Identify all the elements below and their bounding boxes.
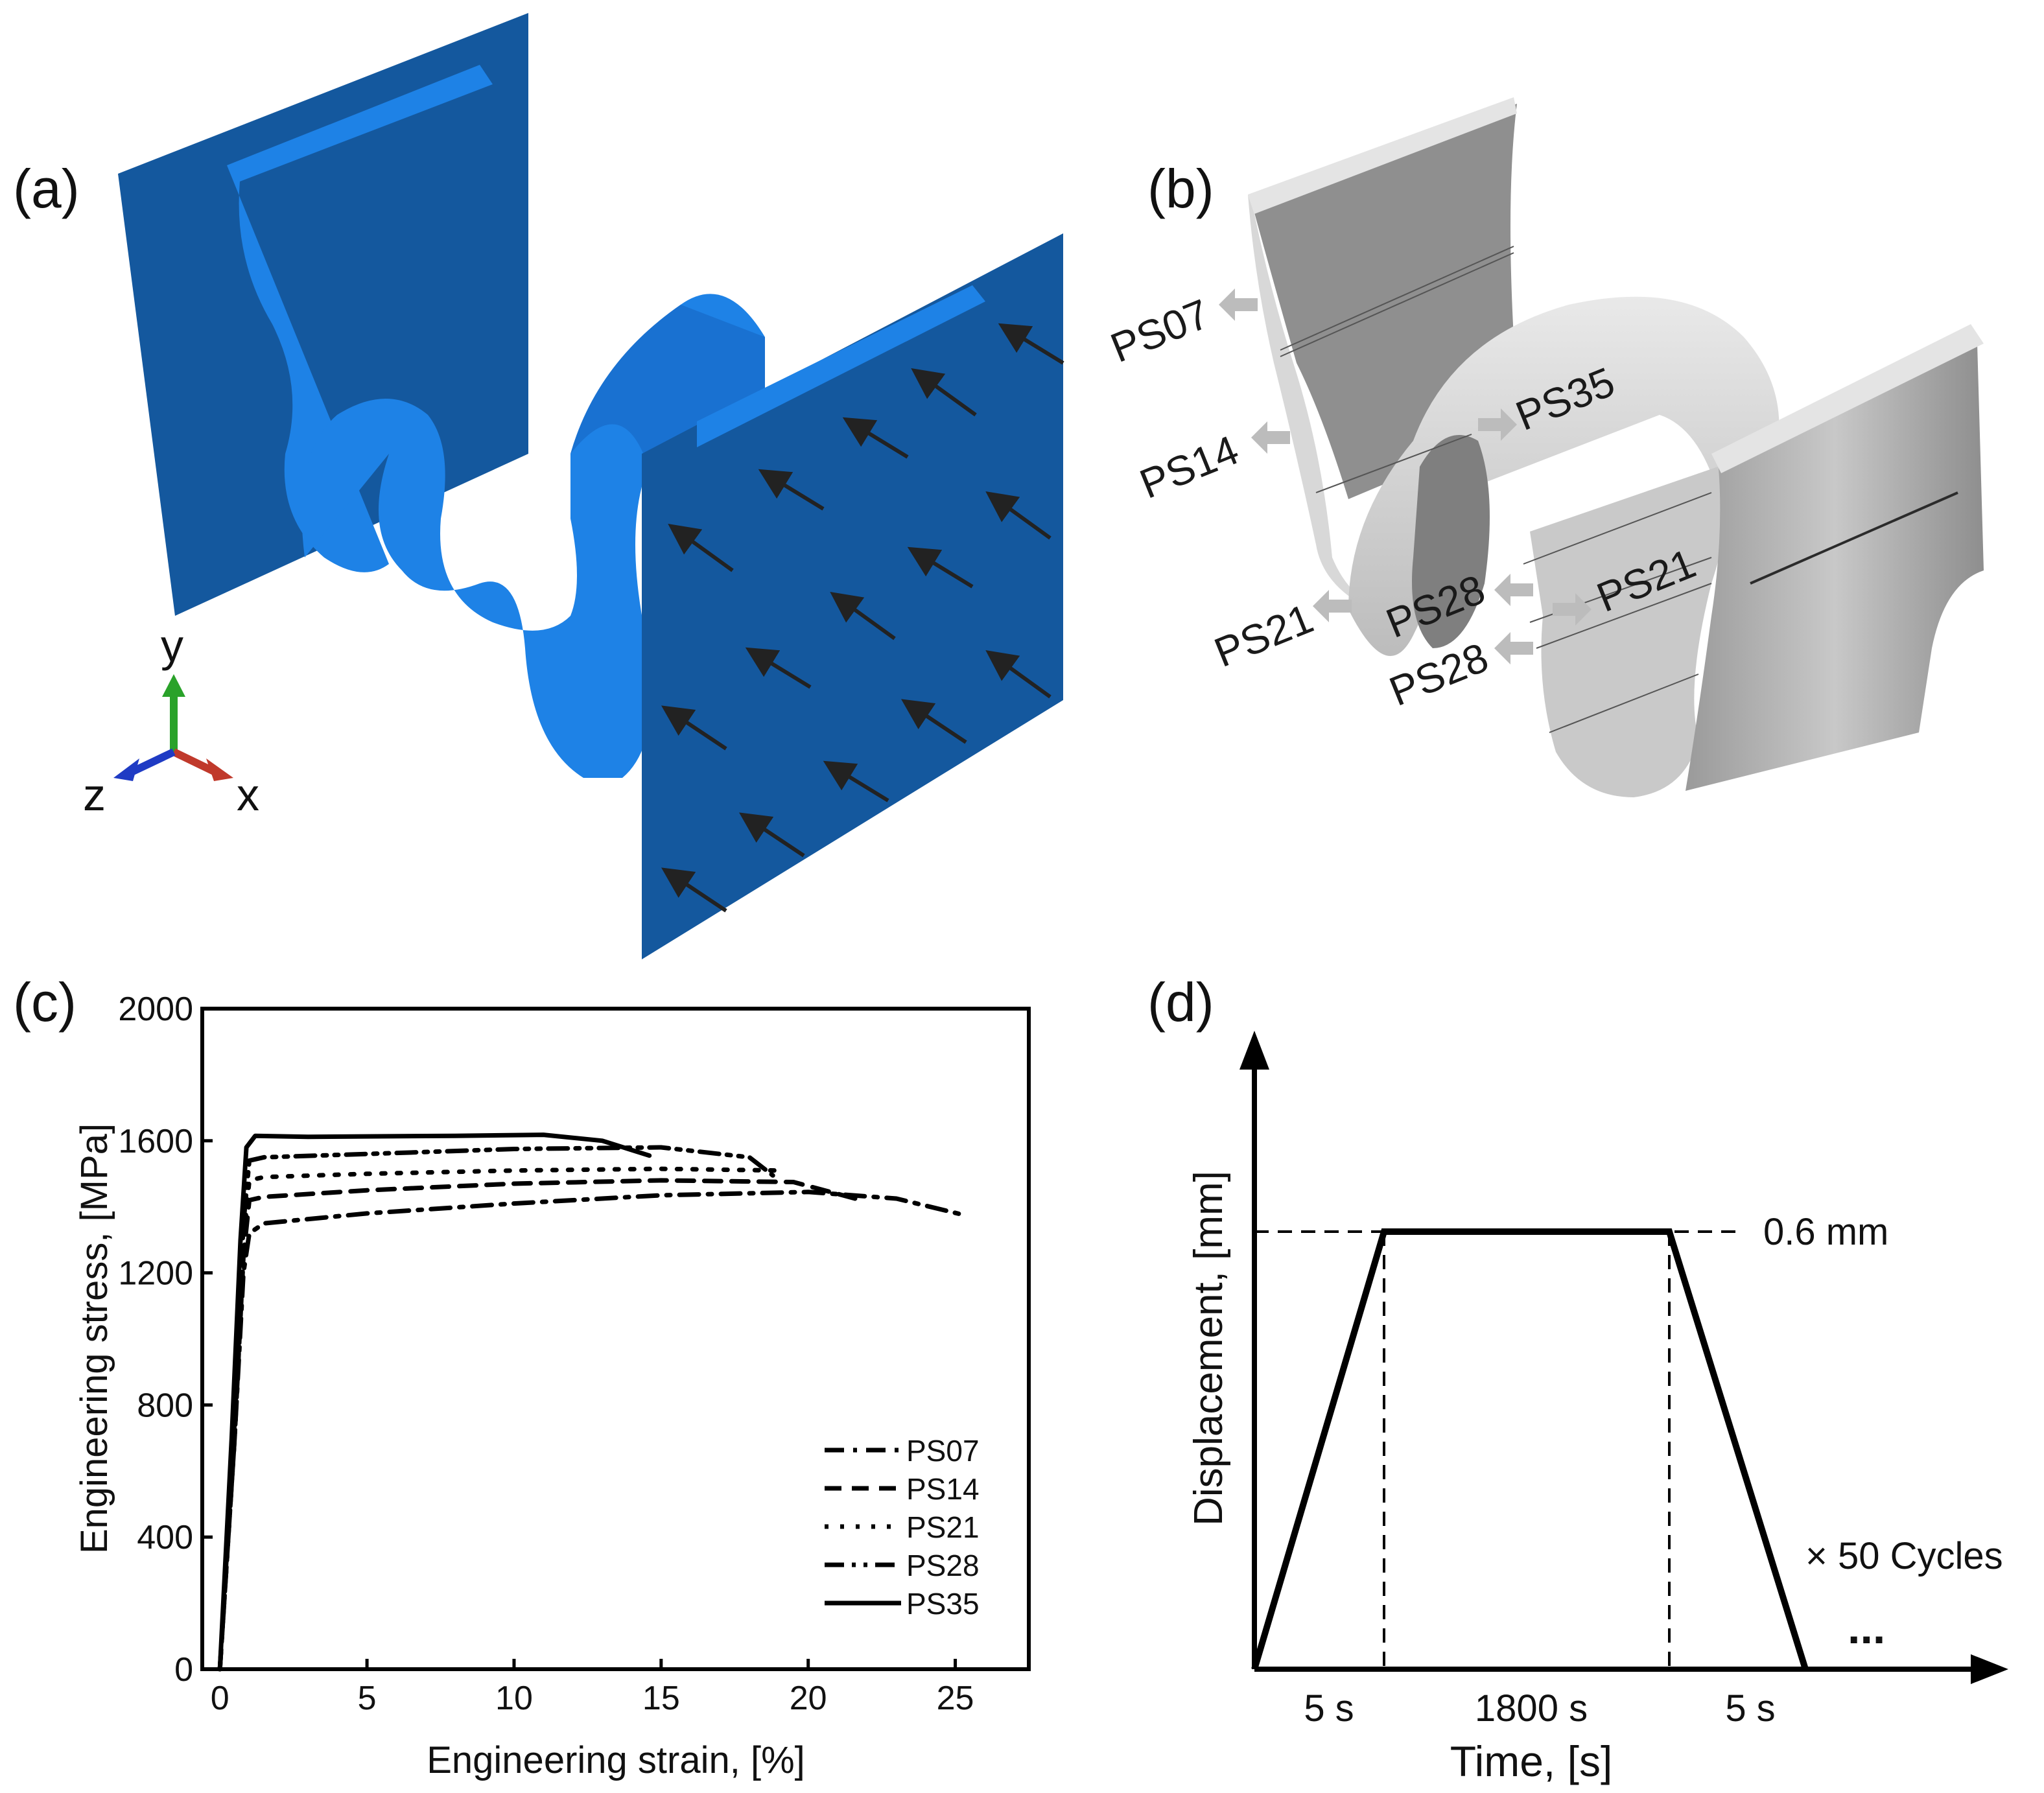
zone-arrow-icon	[1219, 288, 1258, 321]
load-arrow	[830, 591, 896, 640]
load-arrow	[745, 647, 812, 689]
segment-label-ramp-up: 5 s	[1304, 1687, 1354, 1729]
back-flange	[227, 65, 493, 572]
legend-label-ps35: PS35	[906, 1587, 980, 1621]
y-arrowhead-d	[1239, 1031, 1269, 1070]
zone-arrows	[1219, 288, 1592, 664]
y-axis-title-c: Engineering stress, [MPa]	[73, 1123, 115, 1554]
shell-right-wall	[1686, 344, 1984, 791]
panel-b: (b) P	[1104, 97, 1984, 797]
panel-d: (d) 0.6 mm × 50 Cycles ... 5 s 1800 s 5 …	[1147, 972, 2008, 1785]
axis-label-z: z	[83, 769, 106, 820]
displacement-profile	[1251, 1228, 1809, 1670]
shell-seam	[1750, 491, 1958, 585]
zone-label-ps21: PS21	[1208, 595, 1319, 676]
panel-a-label: (a)	[13, 158, 80, 219]
x-arrowhead-d	[1971, 1654, 2008, 1684]
legend-label-ps07: PS07	[906, 1434, 980, 1468]
series-line-ps07	[217, 1189, 967, 1672]
zone-arrow-icon	[1251, 421, 1290, 454]
axis-ticks-c: 0 5 10 15 20 25 0 400 800 1200 1600 2000	[118, 990, 974, 1717]
load-arrow	[907, 546, 974, 589]
series-line-ps14	[217, 1178, 863, 1672]
load-arrow	[911, 368, 977, 417]
plot-frame-c	[200, 1007, 1031, 1671]
zone-arrow-icon	[1494, 632, 1533, 664]
zone-label-ps07: PS07	[1104, 290, 1216, 371]
z-axis-icon	[113, 758, 139, 781]
y-tick-label: 0	[174, 1651, 193, 1689]
segment-label-hold: 1800 s	[1475, 1687, 1588, 1729]
zone-arrow-icon	[1478, 408, 1517, 441]
shell-right-top	[1711, 324, 1984, 473]
x-tick-label: 0	[211, 1680, 229, 1717]
legend-label-ps21: PS21	[906, 1510, 980, 1544]
legend-label-ps28: PS28	[906, 1549, 980, 1582]
x-tick-label: 10	[495, 1680, 533, 1717]
y-tick-label: 1200	[118, 1255, 193, 1293]
shell-left-edge	[1248, 194, 1381, 609]
panel-b-label: (b)	[1147, 158, 1214, 219]
zone-arrow-icon	[1313, 590, 1352, 622]
legend-label-ps14: PS14	[906, 1472, 980, 1506]
load-arrow	[668, 523, 734, 572]
load-arrow	[985, 650, 1051, 699]
x-tick-label: 15	[642, 1680, 680, 1717]
y-tick-label: 800	[137, 1387, 193, 1424]
zone-arrow-icon	[1553, 593, 1592, 626]
load-arrow	[823, 760, 889, 803]
shell-inner-channel	[1412, 435, 1490, 648]
continuation-dots: ...	[1848, 1602, 1885, 1653]
load-arrow	[842, 417, 909, 459]
coordinate-triad: y x z	[83, 620, 259, 820]
y-axis-icon	[162, 674, 185, 697]
series-line-ps21	[217, 1166, 781, 1672]
load-arrows	[661, 323, 1064, 913]
level-label: 0.6 mm	[1763, 1211, 1888, 1253]
series-line-ps28	[217, 1145, 775, 1672]
load-arrow	[985, 491, 1051, 540]
load-arrow	[998, 323, 1064, 365]
cycles-label: × 50 Cycles	[1805, 1535, 2003, 1577]
load-arrow	[901, 699, 967, 744]
series-group-c	[217, 1132, 967, 1672]
x-axis-icon	[206, 758, 233, 781]
zone-label-ps14: PS14	[1133, 427, 1245, 508]
panel-a: (a)	[13, 13, 1064, 959]
panel-c-label: (c)	[13, 972, 76, 1033]
panel-d-label: (d)	[1147, 972, 1214, 1033]
y-axis-title-d: Displacement, [mm]	[1186, 1171, 1231, 1526]
y-tick-label: 1600	[118, 1123, 193, 1160]
x-axis-title-c: Engineering strain, [%]	[427, 1739, 805, 1781]
shell-left-top	[1248, 97, 1517, 214]
y-tick-label: 2000	[118, 990, 193, 1028]
x-tick-label: 20	[790, 1680, 827, 1717]
axis-label-y: y	[161, 620, 183, 671]
zone-arrow-icon	[1494, 574, 1533, 606]
x-tick-label: 25	[937, 1680, 974, 1717]
load-arrow	[661, 705, 727, 751]
front-flange	[697, 285, 985, 447]
load-arrow	[758, 469, 825, 511]
y-tick-label: 400	[137, 1519, 193, 1556]
x-tick-label: 5	[358, 1680, 377, 1717]
shell-bottom-u	[1530, 467, 1726, 797]
shell-central-tube	[1348, 296, 1780, 656]
series-line-ps35	[217, 1132, 652, 1672]
zone-lines	[1280, 246, 1712, 733]
axis-label-x: x	[237, 769, 259, 820]
x-axis-title-d: Time, [s]	[1450, 1737, 1613, 1785]
load-arrow	[739, 812, 805, 858]
load-arrow	[661, 867, 727, 913]
segment-label-ramp-down: 5 s	[1725, 1687, 1775, 1729]
